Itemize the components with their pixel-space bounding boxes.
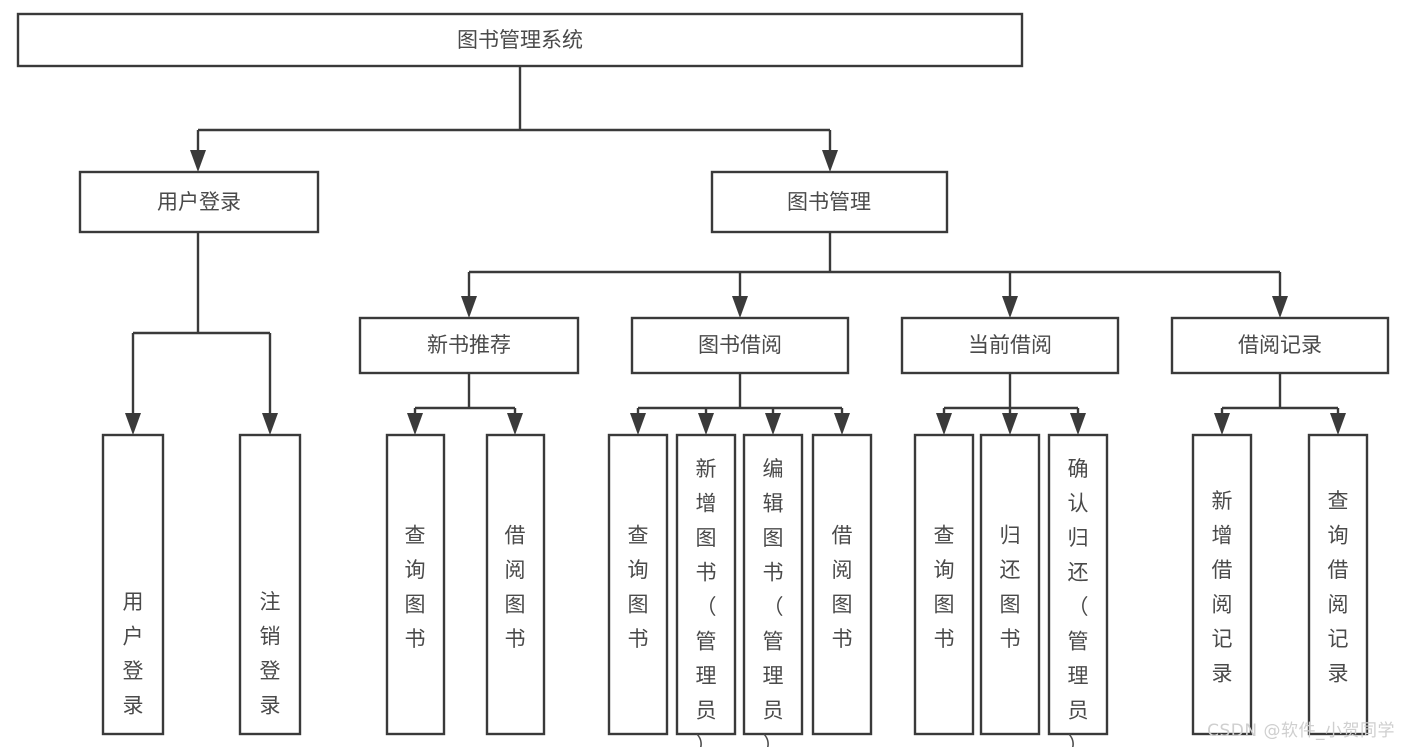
arrow-head-currentborrow-leaf-1: [936, 413, 952, 435]
arrow-head-userlogin: [190, 150, 206, 172]
arrow-head-leaf-logout: [262, 413, 278, 435]
leaf-node-query-borrow-record[interactable]: 查询借阅记录: [1307, 433, 1369, 736]
leaf-node-borrow-book-2-box[interactable]: [811, 433, 873, 736]
leaf-node-edit-book-admin-label: 编辑图书（管理员）: [763, 457, 784, 747]
leaf-node-edit-book-admin-box[interactable]: [742, 433, 804, 736]
leaf-node-add-borrow-record-box[interactable]: [1191, 433, 1253, 736]
arrow-head-borrowrecord-leaf-1: [1214, 413, 1230, 435]
leaf-node-logout-box[interactable]: [238, 433, 302, 736]
arrow-head-newbook: [461, 296, 477, 318]
leaf-node-query-book-3-label: 查询图书: [934, 523, 955, 651]
node-book-management-label: 图书管理: [787, 190, 871, 214]
node-new-book-recommend-label: 新书推荐: [427, 333, 511, 357]
leaf-node-query-book-1-box[interactable]: [385, 433, 446, 736]
arrow-head-borrowbook-leaf-1: [630, 413, 646, 435]
leaf-node-add-borrow-record[interactable]: 新增借阅记录: [1191, 433, 1253, 736]
leaf-node-add-book-admin[interactable]: 新增图书（管理员）: [675, 433, 737, 747]
node-book-borrow-label: 图书借阅: [698, 333, 782, 357]
node-root-label: 图书管理系统: [457, 28, 583, 52]
arrow-head-borrowbook-leaf-2: [698, 413, 714, 435]
node-borrow-record-box[interactable]: [1170, 316, 1390, 375]
node-current-borrow[interactable]: 当前借阅: [900, 316, 1120, 375]
leaf-node-query-book-1-label: 查询图书: [405, 523, 426, 651]
leaf-node-return-book-box[interactable]: [979, 433, 1041, 736]
leaf-node-borrow-book-2[interactable]: 借阅图书: [811, 433, 873, 736]
connector-group-userlogin: [125, 232, 278, 435]
leaf-node-query-book-2-label: 查询图书: [628, 523, 649, 651]
arrow-head-borrowbook-leaf-3: [765, 413, 781, 435]
leaf-node-edit-book-admin[interactable]: 编辑图书（管理员）: [742, 433, 804, 747]
leaf-node-borrow-book-1-label: 借阅图书: [505, 523, 526, 651]
leaf-node-query-book-2-box[interactable]: [607, 433, 669, 736]
leaf-node-confirm-return-admin-label: 确认归还（管理员）: [1068, 457, 1089, 747]
leaf-node-borrow-book-1[interactable]: 借阅图书: [485, 433, 546, 736]
leaf-node-add-book-admin-box[interactable]: [675, 433, 737, 736]
leaf-node-query-borrow-record-box[interactable]: [1307, 433, 1369, 736]
node-root[interactable]: 图书管理系统: [16, 12, 1024, 68]
node-book-management-box[interactable]: [710, 170, 949, 234]
arrow-head-borrowrecord: [1272, 296, 1288, 318]
leaf-node-query-book-3[interactable]: 查询图书: [913, 433, 975, 736]
connector-group-root: [190, 66, 838, 172]
leaf-node-borrow-book-1-box[interactable]: [485, 433, 546, 736]
leaf-node-confirm-return-admin-box[interactable]: [1047, 433, 1109, 736]
leaf-node-user-login-box[interactable]: [101, 433, 165, 736]
node-borrow-record-label: 借阅记录: [1238, 333, 1322, 357]
arrow-head-currentborrow: [1002, 296, 1018, 318]
connector-group-newbook-children: [407, 373, 523, 435]
leaf-node-return-book-label: 归还图书: [1000, 523, 1021, 651]
node-new-book-recommend-box[interactable]: [358, 316, 580, 375]
arrow-head-currentborrow-leaf-2: [1002, 413, 1018, 435]
leaf-node-query-borrow-record-label: 查询借阅记录: [1328, 489, 1349, 686]
connector-group-borrowrecord-children: [1214, 373, 1346, 435]
connector-group-bookmgmt: [461, 232, 1288, 318]
node-book-borrow[interactable]: 图书借阅: [630, 316, 850, 375]
connector-group-currentborrow-children: [936, 373, 1086, 435]
arrow-head-leaf-userlogin: [125, 413, 141, 435]
leaf-node-logout-label: 注销登录: [260, 590, 281, 718]
arrow-head-borrowbook-leaf-4: [834, 413, 850, 435]
node-current-borrow-label: 当前借阅: [968, 333, 1052, 357]
arrow-head-borrowbook: [732, 296, 748, 318]
node-user-login-label: 用户登录: [157, 190, 241, 214]
leaf-node-query-book-2[interactable]: 查询图书: [607, 433, 669, 736]
leaf-node-query-book-1[interactable]: 查询图书: [385, 433, 446, 736]
node-user-login[interactable]: 用户登录: [78, 170, 320, 234]
node-root-box[interactable]: [16, 12, 1024, 68]
node-book-management[interactable]: 图书管理: [710, 170, 949, 234]
leaf-node-user-login[interactable]: 用户登录: [101, 433, 165, 736]
arrow-head-newbook-leaf-2: [507, 413, 523, 435]
leaf-node-borrow-book-2-label: 借阅图书: [832, 523, 853, 651]
node-user-login-box[interactable]: [78, 170, 320, 234]
leaf-node-user-login-label: 用户登录: [123, 590, 144, 718]
arrow-head-currentborrow-leaf-3: [1070, 413, 1086, 435]
arrow-head-borrowrecord-leaf-2: [1330, 413, 1346, 435]
leaf-node-confirm-return-admin[interactable]: 确认归还（管理员）: [1047, 433, 1109, 747]
node-new-book-recommend[interactable]: 新书推荐: [358, 316, 580, 375]
arrow-head-newbook-leaf-1: [407, 413, 423, 435]
leaf-node-logout[interactable]: 注销登录: [238, 433, 302, 736]
leaf-node-add-borrow-record-label: 新增借阅记录: [1212, 489, 1233, 686]
arrow-head-bookmgmt: [822, 150, 838, 172]
leaf-node-return-book[interactable]: 归还图书: [979, 433, 1041, 736]
node-book-borrow-box[interactable]: [630, 316, 850, 375]
leaf-node-add-book-admin-label: 新增图书（管理员）: [696, 457, 717, 747]
connector-group-borrowbook-children: [630, 373, 850, 435]
node-borrow-record[interactable]: 借阅记录: [1170, 316, 1390, 375]
node-current-borrow-box[interactable]: [900, 316, 1120, 375]
leaf-node-query-book-3-box[interactable]: [913, 433, 975, 736]
